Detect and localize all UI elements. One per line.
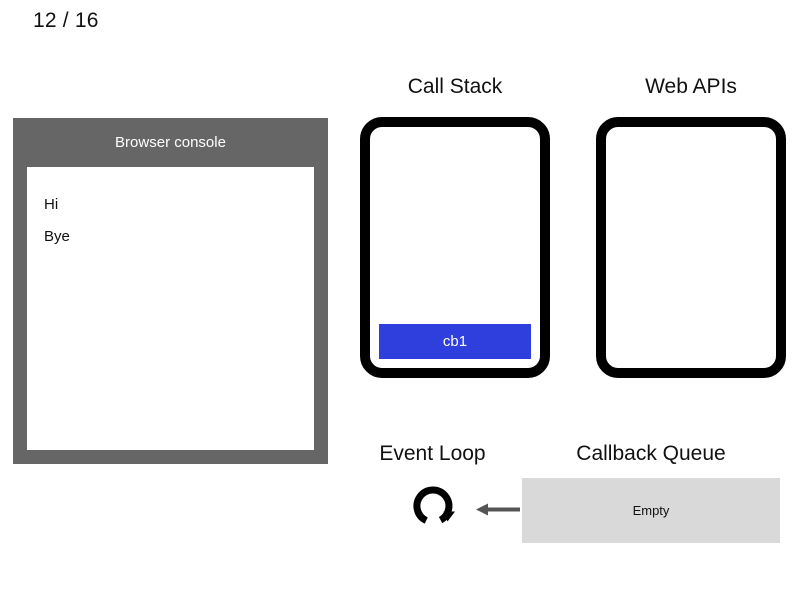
call-stack-title: Call Stack: [407, 75, 503, 98]
event-loop-title: Event Loop: [379, 442, 486, 465]
arrow-left-icon: [476, 503, 520, 516]
web-apis-box: [596, 117, 786, 378]
callback-queue-title: Callback Queue: [576, 442, 726, 465]
call-stack-box: cb1: [360, 117, 550, 378]
circular-arrow-icon: [404, 477, 462, 535]
browser-console-output: Hi Bye: [27, 167, 314, 450]
console-log-line: Bye: [44, 228, 70, 245]
web-apis-items: [606, 359, 776, 368]
call-stack-frames: cb1: [370, 324, 540, 368]
call-stack-frame[interactable]: cb1: [379, 324, 531, 359]
console-log-line: Hi: [44, 196, 59, 213]
callback-queue-empty-label: Empty: [632, 502, 670, 518]
web-apis-title: Web APIs: [645, 75, 737, 98]
browser-console-titlebar: Browser console: [13, 118, 328, 167]
callback-queue-box: Empty: [522, 478, 780, 543]
browser-console-panel: Browser console Hi Bye: [13, 118, 328, 464]
slide-counter: 12 / 16: [33, 9, 99, 32]
browser-console-title: Browser console: [115, 133, 226, 151]
